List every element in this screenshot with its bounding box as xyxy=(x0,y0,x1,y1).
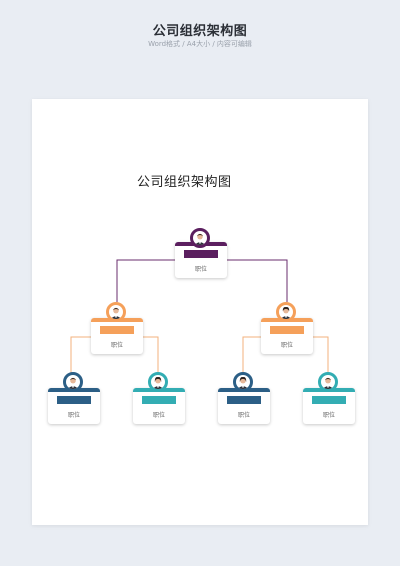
name-placeholder-bar xyxy=(142,396,176,404)
connector-midleft-right xyxy=(140,336,159,376)
name-placeholder-bar xyxy=(57,396,91,404)
org-card-bottom-4: 职位 xyxy=(303,388,355,424)
connector-top-left xyxy=(116,259,175,302)
header-subtitle: Word格式 / A4大小 / 内容可编辑 xyxy=(148,40,252,48)
connector-midleft-left xyxy=(70,336,91,376)
position-label: 职位 xyxy=(237,412,250,419)
name-placeholder-bar xyxy=(312,396,346,404)
person-avatar-icon xyxy=(233,372,253,392)
connector-midright-left xyxy=(242,336,261,376)
connector-midright-right xyxy=(310,336,329,376)
position-label: 职位 xyxy=(110,342,123,349)
connector-top-right xyxy=(225,259,288,302)
name-placeholder-bar xyxy=(100,326,134,334)
position-label: 职位 xyxy=(280,342,293,349)
position-label: 职位 xyxy=(194,266,207,273)
org-card-bottom-2: 职位 xyxy=(133,388,185,424)
document-title: 公司组织架构图 xyxy=(137,175,232,190)
person-avatar-icon xyxy=(190,228,210,248)
person-avatar-icon xyxy=(276,302,296,322)
org-card-mid-left: 职位 xyxy=(91,318,143,354)
org-card-bottom-3: 职位 xyxy=(218,388,270,424)
header-title: 公司组织架构图 xyxy=(152,24,248,39)
person-avatar-icon xyxy=(106,302,126,322)
name-placeholder-bar xyxy=(184,250,218,258)
person-avatar-icon xyxy=(318,372,338,392)
person-avatar-icon xyxy=(148,372,168,392)
position-label: 职位 xyxy=(322,412,335,419)
person-avatar-icon xyxy=(63,372,83,392)
name-placeholder-bar xyxy=(270,326,304,334)
org-card-bottom-1: 职位 xyxy=(48,388,100,424)
document-page xyxy=(32,99,368,525)
name-placeholder-bar xyxy=(227,396,261,404)
position-label: 职位 xyxy=(152,412,165,419)
position-label: 职位 xyxy=(67,412,80,419)
org-card-mid-right: 职位 xyxy=(261,318,313,354)
